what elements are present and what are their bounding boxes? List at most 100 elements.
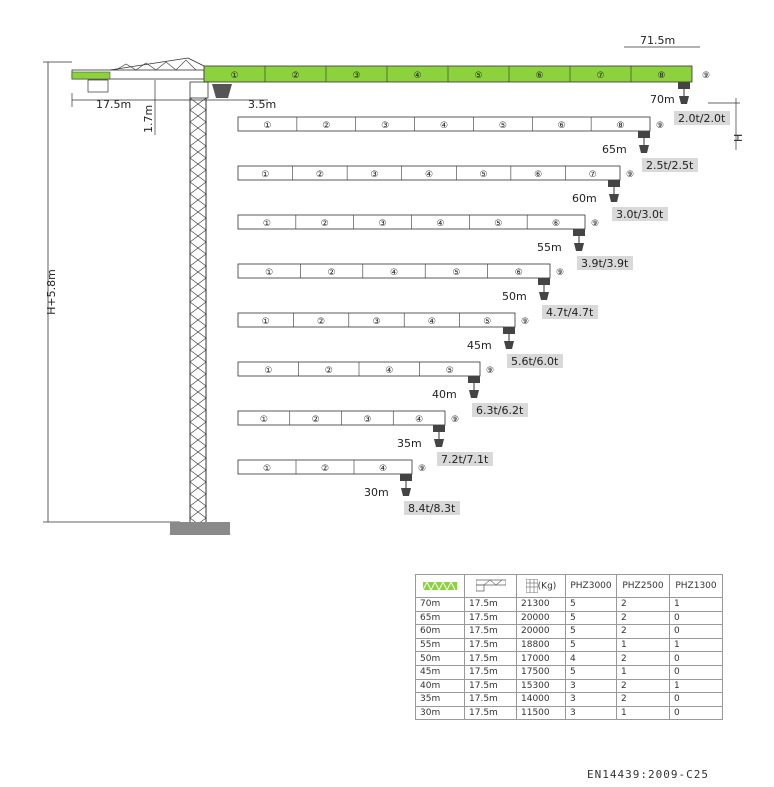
table-cell: 2 bbox=[616, 692, 670, 707]
capacity-background bbox=[542, 305, 598, 319]
capacity-background bbox=[612, 207, 668, 221]
segment-label: ⑤ bbox=[499, 121, 507, 131]
segment-label: ⑤ bbox=[474, 71, 482, 81]
segment-label: ② bbox=[316, 170, 324, 180]
capacity-label: 3.0t/3.0t bbox=[616, 208, 664, 221]
table-cell: 0 bbox=[669, 624, 723, 639]
tip-segment-label: ⑨ bbox=[451, 415, 459, 425]
standard-label: EN14439:2009-C25 bbox=[587, 768, 709, 781]
table-cell: 2 bbox=[616, 610, 670, 626]
table-cell: 17.5m bbox=[464, 692, 517, 707]
segment-label: ⑦ bbox=[596, 71, 604, 81]
segment-label: ⑥ bbox=[534, 170, 542, 180]
segment-label: ② bbox=[321, 219, 329, 229]
segment-label: ⑤ bbox=[483, 317, 491, 327]
table-cell: 3 bbox=[565, 678, 617, 694]
table-cell: 17.5m bbox=[464, 637, 517, 653]
segment-label: ⑥ bbox=[515, 268, 523, 278]
table-cell: 5 bbox=[565, 637, 617, 653]
table-cell: 21300 bbox=[516, 597, 566, 612]
table-cell: 1 bbox=[669, 597, 723, 612]
table-cell: 2 bbox=[616, 651, 670, 666]
table-cell: 11500 bbox=[516, 705, 566, 721]
table-cell: 17.5m bbox=[464, 597, 517, 612]
tip-segment-label: ⑨ bbox=[591, 219, 599, 229]
phz2500-header: PHZ2500 bbox=[616, 574, 670, 598]
length-label: 30m bbox=[364, 486, 389, 499]
table-cell: 0 bbox=[669, 651, 723, 666]
segment-label: ⑤ bbox=[480, 170, 488, 180]
length-label: 40m bbox=[432, 388, 457, 401]
table-cell: 20000 bbox=[516, 624, 566, 639]
weight-header: (Kg) bbox=[516, 574, 566, 598]
segment-label: ② bbox=[321, 464, 329, 474]
segment-label: ④ bbox=[436, 219, 444, 229]
segment-label: ① bbox=[262, 317, 270, 327]
table-cell: 40m bbox=[415, 678, 465, 694]
table-cell: 18800 bbox=[516, 637, 566, 653]
segment-label: ④ bbox=[428, 317, 436, 327]
table-cell: 0 bbox=[669, 664, 723, 680]
segment-label: ⑥ bbox=[552, 219, 560, 229]
boom-length-dimension: 71.5m bbox=[640, 34, 675, 47]
tip-segment-label: ⑨ bbox=[486, 366, 494, 376]
length-label: 55m bbox=[537, 241, 562, 254]
length-label: 35m bbox=[397, 437, 422, 450]
table-cell: 0 bbox=[669, 610, 723, 626]
counter-jib bbox=[71, 57, 205, 93]
capacity-label: 8.4t/8.3t bbox=[408, 502, 456, 515]
segment-label: ⑥ bbox=[535, 71, 543, 81]
counter-jib-dimension: 17.5m bbox=[96, 98, 131, 111]
h-dimension: H bbox=[732, 134, 745, 142]
table-cell: 17500 bbox=[516, 664, 566, 680]
segment-label: ③ bbox=[379, 219, 387, 229]
capacity-background bbox=[577, 256, 633, 270]
segment-label: ④ bbox=[440, 121, 448, 131]
capacity-label: 2.5t/2.5t bbox=[646, 159, 694, 172]
table-cell: 5 bbox=[565, 597, 617, 612]
tip-segment-label: ⑨ bbox=[656, 121, 664, 131]
segment-label: ② bbox=[291, 71, 299, 81]
table-cell: 3 bbox=[565, 705, 617, 721]
table-cell: 70m bbox=[415, 597, 465, 612]
table-cell: 1 bbox=[669, 678, 723, 694]
segment-label: ③ bbox=[372, 317, 380, 327]
table-cell: 60m bbox=[415, 624, 465, 639]
main-hook bbox=[678, 82, 690, 104]
table-cell: 17.5m bbox=[464, 678, 517, 694]
table-cell: 2 bbox=[616, 678, 670, 694]
segment-label: ① bbox=[263, 219, 271, 229]
segment-label: ④ bbox=[379, 464, 387, 474]
table-cell: 5 bbox=[565, 664, 617, 680]
segment-label: ⑤ bbox=[452, 268, 460, 278]
tip-segment-label: ⑨ bbox=[556, 268, 564, 278]
segment-label: ① bbox=[265, 268, 273, 278]
length-label: 45m bbox=[467, 339, 492, 352]
tip-segment-label: ⑨ bbox=[418, 464, 426, 474]
capacity-label: 4.7t/4.7t bbox=[546, 306, 594, 319]
phz1300-header: PHZ1300 bbox=[669, 574, 723, 598]
table-cell: 65m bbox=[415, 610, 465, 626]
table-cell: 35m bbox=[415, 692, 465, 707]
table-cell: 17.5m bbox=[464, 651, 517, 666]
capacity-label: 3.9t/3.9t bbox=[581, 257, 629, 270]
table-cell: 0 bbox=[669, 705, 723, 721]
segment-label: ⑧ bbox=[617, 121, 625, 131]
capacity-background bbox=[437, 452, 493, 466]
segment-label: ③ bbox=[381, 121, 389, 131]
segment-label: ⑤ bbox=[446, 366, 454, 376]
table-cell: 1 bbox=[616, 637, 670, 653]
segment-label: ② bbox=[322, 121, 330, 131]
slewing-unit bbox=[189, 81, 232, 99]
segment-label: ⑤ bbox=[494, 219, 502, 229]
